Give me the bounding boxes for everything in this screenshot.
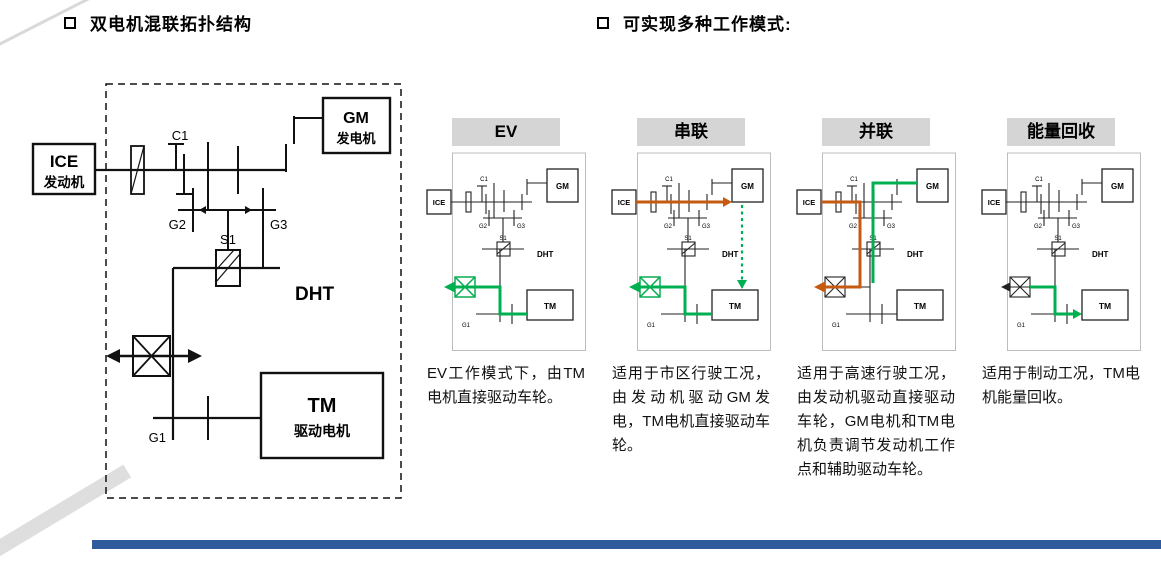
mode-header-regen: 能量回收 (1007, 118, 1115, 146)
c1-label: C1 (172, 128, 189, 143)
ice-box (31, 142, 97, 196)
left-heading: 双电机混联拓扑结构 (64, 10, 252, 35)
mode-diagram-ev (426, 152, 586, 352)
main-topology-diagram: ICE 发动机 GM 发电机 TM 驱动电机 C1 G2 G3 S1 DHT G… (31, 83, 402, 499)
mode-header-parallel: 并联 (822, 118, 930, 146)
mode-header-ev: EV (452, 118, 560, 146)
mode-cards: EV EV工作模式下，由TM电机直接驱动车轮。 串联 (421, 118, 1146, 482)
mode-diagram-regen (981, 152, 1141, 352)
ev-power-path (444, 276, 527, 316)
right-heading: 可实现多种工作模式: (597, 10, 792, 35)
g1-label: G1 (149, 430, 166, 445)
wheel-arrow-right-icon (188, 349, 202, 363)
main-diagram-arrows (106, 206, 252, 363)
tm-sub-label: 驱动电机 (294, 423, 350, 439)
gm-label: GM (343, 110, 369, 127)
mode-card-ev: EV EV工作模式下，由TM电机直接驱动车轮。 (421, 118, 591, 482)
g2-label: G2 (169, 217, 186, 232)
parallel-power-path (814, 181, 917, 293)
mode-card-parallel: 并联 适用于高速行驶工况，由发动机驱动直接驱动车轮，GM电机和TM电机负责调节发… (791, 118, 961, 482)
mode-desc-parallel: 适用于高速行驶工况，由发动机驱动直接驱动车轮，GM电机和TM电机负责调节发动机工… (797, 365, 955, 478)
left-heading-text: 双电机混联拓扑结构 (90, 15, 252, 34)
square-bullet-icon (597, 16, 609, 29)
mode-card-regen: 能量回收 适用于制动工况，TM电机能量回收。 (976, 118, 1146, 482)
wheel-arrow-left-icon (106, 349, 120, 363)
mode-desc-ev: EV工作模式下，由TM电机直接驱动车轮。 (427, 365, 585, 406)
series-power-path (629, 197, 747, 316)
mode-card-series: 串联 适用于市区行驶工况，由发动机驱动GM发电，TM (606, 118, 776, 482)
ice-label: ICE (50, 152, 78, 171)
right-heading-text: 可实现多种工作模式: (623, 15, 792, 34)
gm-sub-label: 发电机 (335, 131, 375, 146)
tm-label: TM (308, 395, 337, 417)
s1-label: S1 (220, 232, 236, 247)
gm-box (321, 96, 392, 155)
bottom-accent-bar (92, 540, 1161, 549)
mode-diagram-parallel (796, 152, 956, 352)
mode-desc-series: 适用于市区行驶工况，由发动机驱动GM发电，TM电机直接驱动车轮。 (612, 365, 770, 454)
gear-wedge-icon (199, 206, 206, 214)
gear-wedge-icon (245, 206, 252, 214)
dht-label: DHT (295, 284, 334, 305)
main-diagram-labels: ICE 发动机 GM 发电机 TM 驱动电机 C1 G2 G3 S1 DHT G… (43, 110, 376, 445)
regen-power-path (1030, 285, 1082, 319)
ice-sub-label: 发动机 (43, 174, 85, 190)
dht-dashed-boundary (105, 83, 402, 499)
mode-header-series: 串联 (637, 118, 745, 146)
tm-box (259, 371, 385, 460)
mode-desc-regen: 适用于制动工况，TM电机能量回收。 (982, 365, 1140, 406)
square-bullet-icon (64, 16, 76, 29)
g3-label: G3 (270, 217, 287, 232)
main-diagram-lines (31, 83, 402, 499)
mode-diagram-series (611, 152, 771, 352)
